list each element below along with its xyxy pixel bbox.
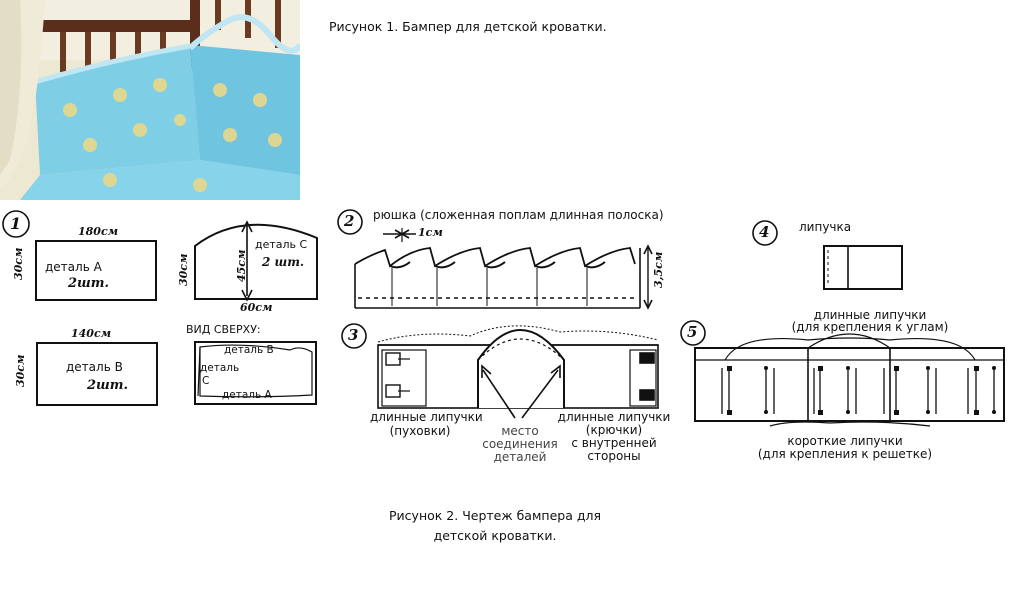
top-view-label-c2: С bbox=[202, 375, 210, 387]
part-a-qty: 2шт. bbox=[68, 276, 110, 291]
p5-top-label-2: (для крепления к углам) bbox=[791, 320, 949, 334]
top-view-label-b: деталь В bbox=[224, 344, 274, 356]
figure-2-caption-line-2: детской кроватки. bbox=[433, 528, 557, 543]
part-c-height: 30см bbox=[177, 253, 190, 286]
panel-2-circle bbox=[337, 209, 363, 235]
p3-right-label-4: стороны bbox=[587, 449, 641, 463]
panel-3-circle bbox=[341, 323, 367, 349]
panel-2-number: 2 bbox=[344, 212, 355, 230]
top-view-label-a: деталь А bbox=[222, 389, 272, 401]
bumper-photo bbox=[0, 0, 300, 200]
ruffle-fold: 1см bbox=[418, 226, 443, 239]
panel-5-number: 5 bbox=[687, 323, 698, 341]
panel-5-circle bbox=[680, 320, 706, 346]
p5-bottom-label-2: (для крепления к решетке) bbox=[757, 447, 933, 461]
p5-top-label-1: длинные липучки bbox=[813, 308, 927, 322]
p3-right-label-1: длинные липучки bbox=[557, 410, 671, 424]
panel-4-number: 4 bbox=[759, 223, 770, 241]
ruffle-title: рюшка (сложенная поплам длинная полоска) bbox=[373, 208, 664, 222]
part-a-label: деталь А bbox=[45, 260, 102, 274]
velcro-rect bbox=[823, 245, 903, 290]
p3-left-label-2: (пуховки) bbox=[389, 424, 451, 438]
part-b-rect bbox=[36, 342, 158, 406]
figure-1-caption: Рисунок 1. Бампер для детской кроватки. bbox=[329, 19, 607, 34]
part-c-width: 60см bbox=[240, 301, 273, 314]
part-b-qty: 2шт. bbox=[87, 378, 129, 393]
part-c-arch: 45см bbox=[235, 249, 248, 282]
part-a-height: 30см bbox=[12, 247, 25, 280]
part-c-qty: 2 шт. bbox=[262, 255, 305, 269]
p3-center-label-2: соединения bbox=[482, 437, 558, 451]
top-view-rect bbox=[194, 341, 317, 405]
part-b-label: деталь В bbox=[66, 360, 123, 374]
p3-left-label-1: длинные липучки bbox=[370, 410, 483, 424]
p3-center-label-1: место bbox=[501, 424, 539, 438]
part-b-width: 140см bbox=[71, 327, 112, 340]
p5-bottom-label-1: короткие липучки bbox=[787, 434, 903, 448]
part-b-height: 30см bbox=[14, 354, 27, 387]
part-c-label: деталь С bbox=[255, 238, 308, 251]
top-view-label-c1: деталь bbox=[200, 362, 240, 374]
panel-5-rect bbox=[694, 347, 1005, 422]
part-a-width: 180см bbox=[78, 225, 119, 238]
part-c-shape bbox=[194, 223, 318, 300]
velcro-title: липучка bbox=[799, 220, 852, 234]
figure-2-caption-line-1: Рисунок 2. Чертеж бампера для bbox=[389, 508, 601, 523]
top-view-title: ВИД СВЕРХУ: bbox=[186, 323, 261, 336]
ruffle-height: 3,5см bbox=[652, 251, 665, 288]
p3-right-label-2: (крючки) bbox=[585, 423, 643, 437]
p3-right-label-3: с внутренней bbox=[571, 436, 657, 450]
p3-center-label-3: деталей bbox=[493, 450, 547, 464]
part-a-rect bbox=[35, 240, 157, 301]
panel-1-number: 1 bbox=[10, 214, 22, 233]
panel-3-number: 3 bbox=[348, 326, 359, 344]
panel-1-circle bbox=[2, 210, 30, 238]
panel-4-circle bbox=[752, 220, 778, 246]
